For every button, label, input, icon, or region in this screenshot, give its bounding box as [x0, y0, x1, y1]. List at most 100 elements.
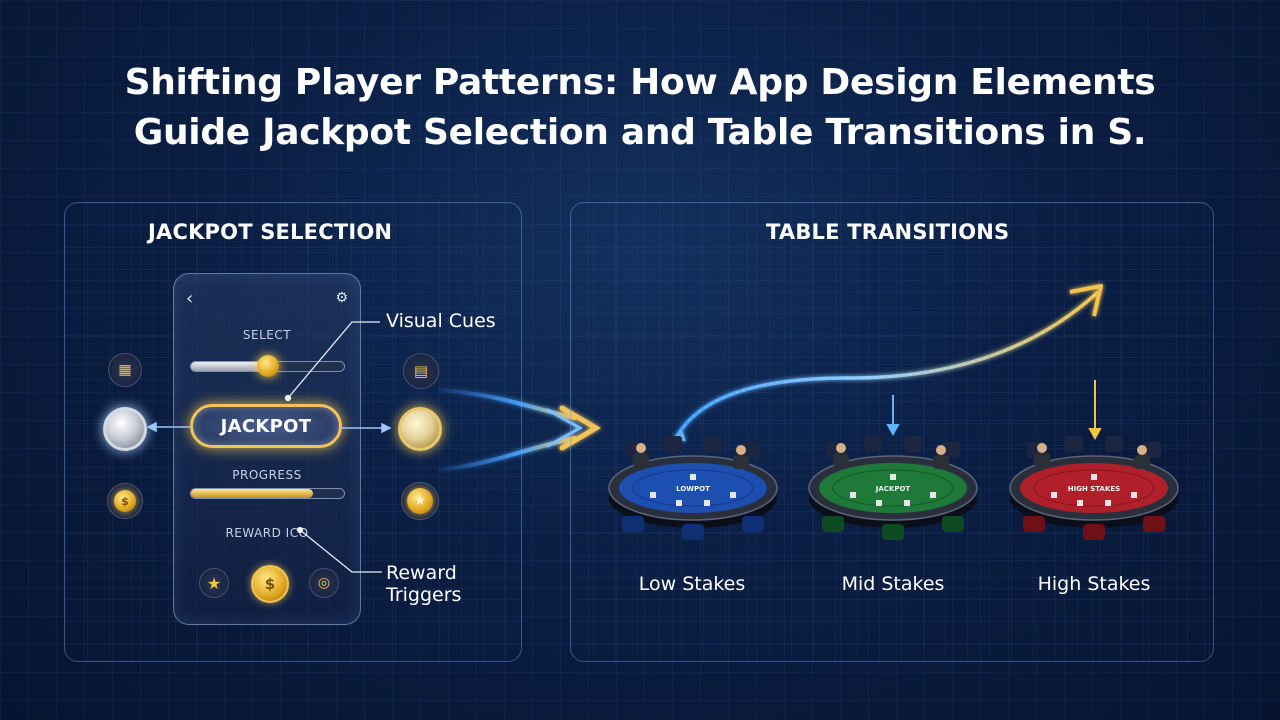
gold-coin-icon[interactable] — [398, 407, 442, 451]
silver-coin-icon[interactable] — [103, 407, 147, 451]
chip-stack — [650, 492, 656, 498]
title-line-2: Guide Jackpot Selection and Table Transi… — [133, 112, 1147, 153]
player-body — [1134, 455, 1150, 469]
chip-stack — [890, 474, 896, 480]
front-chair — [742, 516, 764, 532]
front-chair — [822, 516, 844, 532]
phone-mockup: ‹ ⚙ SELECT PROGRESS REWARD ICO ★ $ ◎ — [173, 273, 361, 625]
high-table-indicator-arrow — [1088, 380, 1102, 441]
chip-stack — [930, 492, 936, 498]
reward-label: REWARD ICO — [225, 526, 309, 540]
reward-triggers-line-2: Triggers — [386, 584, 462, 606]
player-head — [736, 445, 746, 455]
front-chair — [942, 516, 964, 532]
progress-bar-fill — [191, 489, 314, 498]
chip-stack — [690, 474, 696, 480]
reward-triggers-callout: Reward Triggers — [386, 562, 461, 606]
player-body — [633, 453, 649, 467]
page-title: Shifting Player Patterns: How App Design… — [0, 58, 1280, 158]
low-stakes-label[interactable]: Low Stakes — [638, 573, 746, 595]
chair — [704, 436, 722, 452]
player-body — [1034, 453, 1050, 467]
visual-cues-callout: Visual Cues — [386, 310, 496, 332]
chevron-left-icon[interactable]: ‹ — [186, 288, 194, 309]
chip-stack — [1131, 492, 1137, 498]
title-line-1: Shifting Player Patterns: How App Design… — [124, 62, 1156, 103]
mid-stakes-table[interactable]: JACKPOT — [808, 436, 978, 540]
reward-triggers-line-1: Reward — [386, 562, 457, 584]
chip-stack — [850, 492, 856, 498]
front-chair — [1023, 516, 1045, 532]
low-stakes-table[interactable]: LOWPOT — [608, 436, 778, 540]
player-head — [936, 445, 946, 455]
felt-line — [832, 469, 954, 507]
player-body — [933, 455, 949, 469]
reward-triggers-callout-line — [296, 526, 382, 573]
chip-stack — [1051, 492, 1057, 498]
arrow-to-silver-coin — [146, 421, 190, 433]
front-chair — [882, 524, 904, 540]
chip-stack — [1091, 474, 1097, 480]
chair — [1065, 436, 1083, 452]
progress-label: PROGRESS — [232, 468, 302, 482]
coin-stack-icon-right: ▤ — [403, 353, 439, 389]
high-stakes-label[interactable]: High Stakes — [1037, 573, 1151, 595]
chair — [664, 436, 682, 452]
star-icon-right: ★ — [401, 482, 439, 520]
visual-cues-callout-line — [284, 321, 380, 402]
chair — [742, 442, 760, 458]
jackpot-selection-heading: JACKPOT SELECTION — [148, 220, 393, 244]
dollar-coin-icon-left: $ — [107, 483, 143, 519]
coin-stack-icon-left: ▦ — [108, 353, 142, 387]
front-chair — [622, 516, 644, 532]
star-icon[interactable]: ★ — [199, 568, 229, 598]
jackpot-button[interactable]: JACKPOT — [190, 404, 342, 448]
transition-arrow — [438, 388, 601, 472]
table-transitions-heading: TABLE TRANSITIONS — [766, 220, 1010, 244]
chair — [864, 436, 882, 452]
player-head — [1037, 443, 1047, 453]
progress-bar — [190, 488, 345, 499]
player-body — [733, 455, 749, 469]
chair — [942, 442, 960, 458]
chip-stack — [1105, 500, 1111, 506]
mid-stakes-label[interactable]: Mid Stakes — [841, 573, 945, 595]
player-head — [1137, 445, 1147, 455]
table-transitions-panel — [570, 202, 1214, 662]
felt-line — [632, 469, 754, 507]
felt-text: JACKPOT — [875, 485, 911, 493]
chair — [1105, 436, 1123, 452]
select-slider[interactable] — [190, 355, 345, 377]
table-felt — [619, 463, 767, 513]
select-label: SELECT — [242, 328, 292, 342]
coin-stack-icon[interactable]: ◎ — [309, 568, 339, 598]
player-head — [636, 443, 646, 453]
high-stakes-table[interactable]: HIGH STAKES — [1009, 436, 1179, 540]
chip-stack — [704, 500, 710, 506]
felt-text: LOWPOT — [676, 485, 710, 493]
chair — [1143, 442, 1161, 458]
chip-stack — [1077, 500, 1083, 506]
table-felt — [819, 463, 967, 513]
rising-transition-arrow — [671, 284, 1103, 441]
player-head — [836, 443, 846, 453]
chip-stack — [730, 492, 736, 498]
front-chair — [1143, 516, 1165, 532]
arrow-to-gold-coin — [342, 422, 392, 434]
mid-table-indicator-arrow — [886, 395, 900, 437]
chip-stack — [876, 500, 882, 506]
chip-stack — [904, 500, 910, 506]
dollar-coin-icon[interactable]: $ — [251, 565, 289, 603]
front-chair — [1083, 524, 1105, 540]
felt-text: HIGH STAKES — [1068, 485, 1120, 493]
front-chair — [682, 524, 704, 540]
table-felt — [1020, 463, 1168, 513]
player-body — [833, 453, 849, 467]
chair — [904, 436, 922, 452]
select-slider-thumb[interactable] — [256, 355, 279, 377]
select-slider-fill — [191, 362, 268, 371]
gear-icon[interactable]: ⚙ — [335, 290, 348, 306]
felt-line — [1033, 469, 1155, 507]
